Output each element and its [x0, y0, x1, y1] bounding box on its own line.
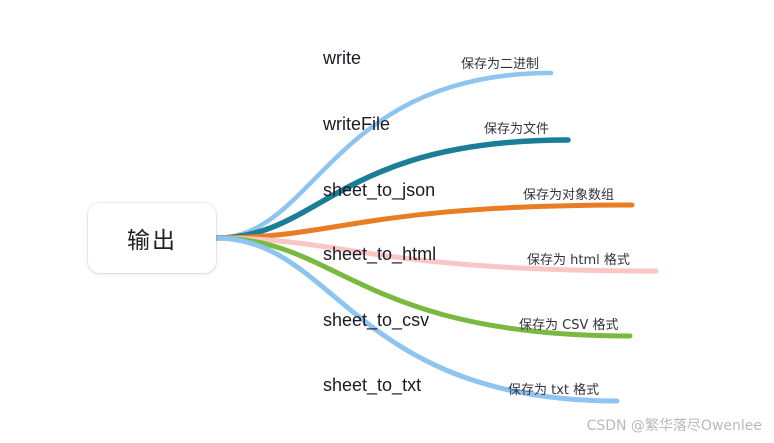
branch-label[interactable]: sheet_to_json — [323, 180, 436, 200]
branch-curve-group — [213, 70, 659, 404]
branch-note[interactable]: 保存为对象数组 — [523, 188, 615, 203]
branch-curve — [213, 235, 633, 339]
branch-curve — [213, 202, 635, 241]
branch-note[interactable]: 保存为二进制 — [461, 57, 540, 72]
root-node[interactable]: 输出 — [88, 203, 216, 273]
branch-label[interactable]: writeFile — [323, 114, 391, 134]
branch-label[interactable]: sheet_to_csv — [323, 310, 430, 330]
branch-curve — [213, 235, 659, 274]
branch-note[interactable]: 保存为 CSV 格式 — [519, 318, 619, 333]
branch-curve — [213, 137, 571, 241]
branch-note[interactable]: 保存为 txt 格式 — [508, 383, 600, 398]
branch-note[interactable]: 保存为文件 — [484, 122, 550, 137]
branch-curve — [213, 235, 620, 404]
branch-note[interactable]: 保存为 html 格式 — [527, 253, 630, 268]
branch-label[interactable]: write — [323, 48, 362, 68]
root-node-label: 输出 — [127, 228, 177, 254]
branch-curve — [213, 70, 554, 241]
branch-label[interactable]: sheet_to_html — [323, 244, 437, 264]
watermark: CSDN @繁华落尽Owenlee — [586, 418, 762, 434]
branch-label[interactable]: sheet_to_txt — [323, 375, 422, 395]
